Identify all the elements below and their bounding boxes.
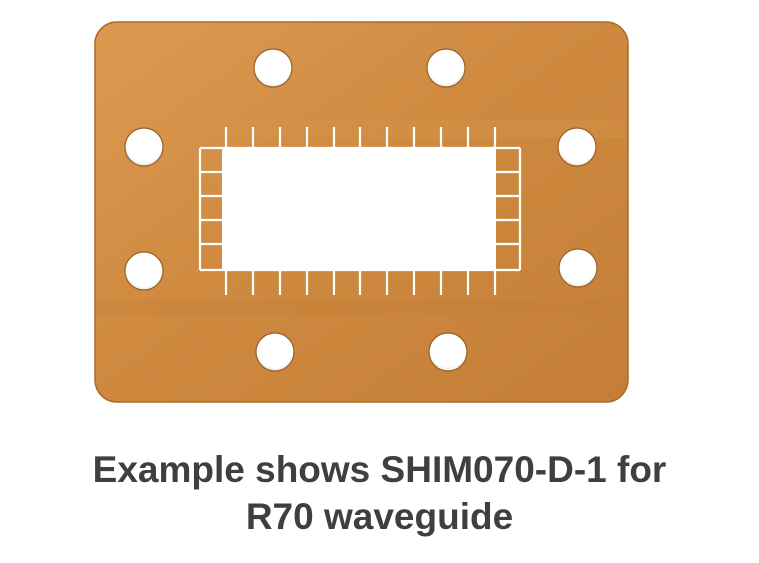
- figure-caption: Example shows SHIM070-D-1 for R70 wavegu…: [0, 446, 759, 540]
- bolt-hole: [124, 127, 164, 167]
- contact-fingers: [198, 127, 522, 295]
- bolt-hole: [557, 127, 597, 167]
- shim-illustration: [94, 21, 629, 403]
- bolt-hole: [124, 251, 164, 291]
- bolt-hole: [558, 248, 598, 288]
- bolt-hole: [253, 48, 293, 88]
- waveguide-aperture: [222, 148, 496, 270]
- caption-line-2: R70 waveguide: [245, 496, 514, 537]
- bolt-hole: [426, 48, 466, 88]
- shim-photo: [94, 21, 629, 403]
- caption-line-1: Example shows SHIM070-D-1 for: [92, 449, 667, 490]
- plate-texture: [97, 120, 626, 138]
- bolt-hole: [428, 332, 468, 372]
- bolt-hole: [255, 332, 295, 372]
- bolt-holes: [124, 48, 598, 372]
- plate-texture: [97, 300, 626, 314]
